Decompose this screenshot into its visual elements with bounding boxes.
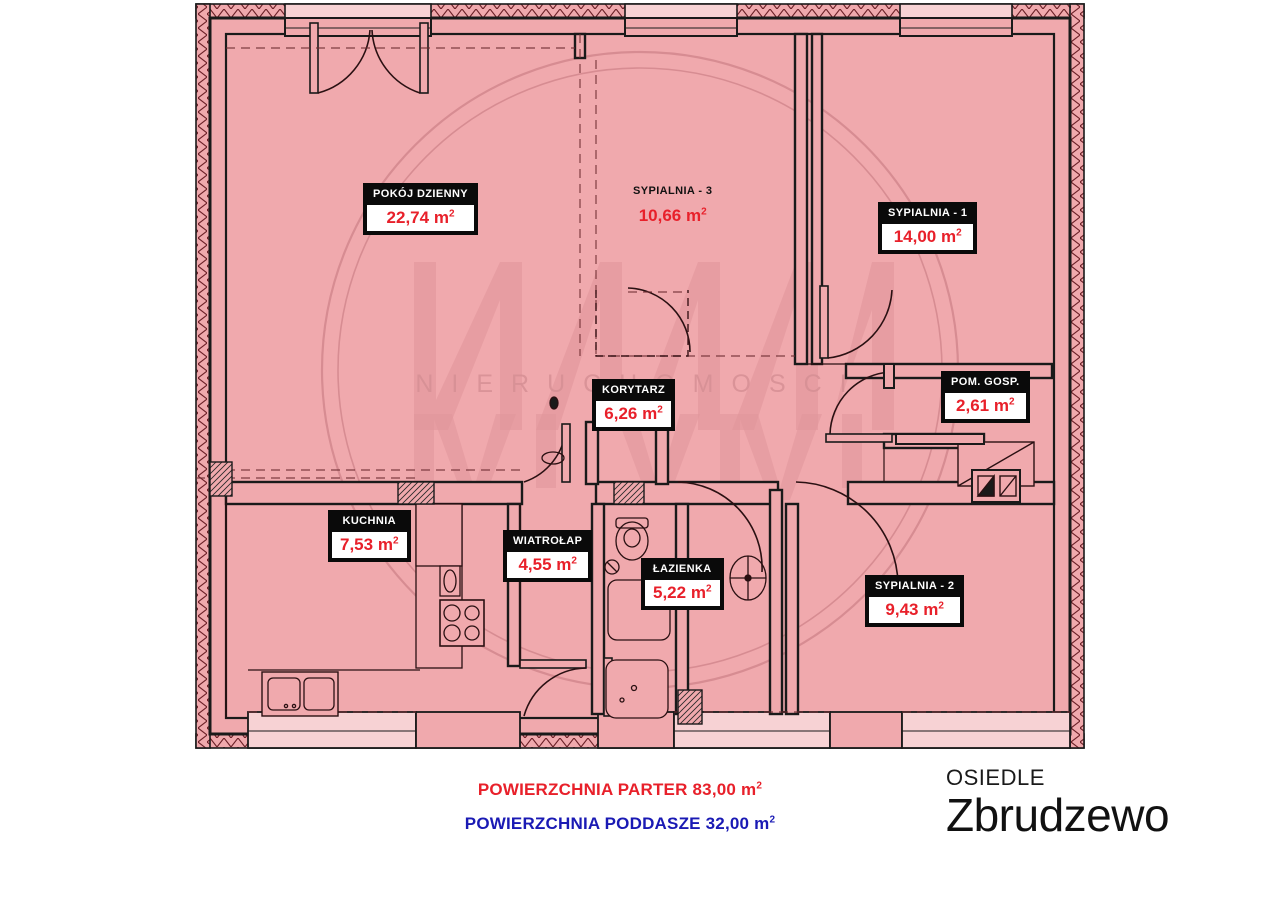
room-label-pom-gosp: POM. GOSP. 2,61 m2 (941, 371, 1030, 423)
brand-estate-name: Zbrudzewo (946, 789, 1170, 842)
bathroom-fixtures (604, 517, 767, 719)
doors (309, 22, 901, 717)
room-name: KUCHNIA (342, 515, 397, 527)
kitchen-fixtures (248, 503, 485, 717)
summary-ground-floor: POWIERZCHNIA PARTER 83,00 m2 (477, 780, 763, 799)
room-area: 22,74 m2 (367, 205, 475, 231)
brand-estate-label: OSIEDLE (946, 765, 1045, 790)
utility-fixtures (957, 441, 1035, 503)
structural-columns (209, 461, 703, 725)
room-name: POM. GOSP. (951, 376, 1020, 388)
room-label-pokoj-dzienny: POKÓJ DZIENNY 22,74 m2 (363, 183, 479, 235)
room-label-sypialnia-2: SYPIALNIA - 2 9,43 m2 (865, 575, 965, 627)
room-name: SYPIALNIA - 2 (875, 580, 955, 592)
room-name: WIATROŁAP (513, 535, 583, 547)
room-name: POKÓJ DZIENNY (373, 188, 469, 200)
room-area: 10,66 m2 (638, 206, 707, 225)
room-area: 2,61 m2 (945, 393, 1026, 419)
top-window-frames (284, 17, 1013, 37)
room-name: SYPIALNIA - 3 (633, 185, 713, 197)
room-name: KORYTARZ (602, 384, 666, 396)
room-label-lazienka: ŁAZIENKA 5,22 m2 (641, 558, 724, 610)
room-label-korytarz: KORYTARZ 6,26 m2 (592, 379, 676, 431)
room-area: 4,55 m2 (507, 552, 589, 578)
area-summary: POWIERZCHNIA PARTER 83,00 m2 POWIERZCHNI… (330, 780, 910, 834)
room-label-wiatrolap: WIATROŁAP 4,55 m2 (503, 530, 593, 582)
room-area: 14,00 m2 (882, 224, 974, 250)
closet-outline (595, 290, 689, 357)
corridor-fixture (541, 396, 565, 465)
room-label-sypialnia-1: SYPIALNIA - 1 14,00 m2 (878, 202, 978, 254)
room-label-kuchnia: KUCHNIA 7,53 m2 (328, 510, 411, 562)
room-label-sypialnia-3: SYPIALNIA - 3 10,66 m2 (633, 185, 713, 225)
room-area: 7,53 m2 (332, 532, 407, 558)
room-area: 5,22 m2 (645, 580, 720, 606)
summary-attic: POWIERZCHNIA PODDASZE 32,00 m2 (464, 814, 776, 833)
brand-block: OSIEDLE Zbrudzewo (946, 765, 1170, 842)
room-area: 6,26 m2 (596, 401, 672, 427)
room-name: SYPIALNIA - 1 (888, 207, 968, 219)
top-windows (284, 3, 1013, 19)
room-name: ŁAZIENKA (652, 563, 712, 575)
room-area: 9,43 m2 (869, 597, 961, 623)
